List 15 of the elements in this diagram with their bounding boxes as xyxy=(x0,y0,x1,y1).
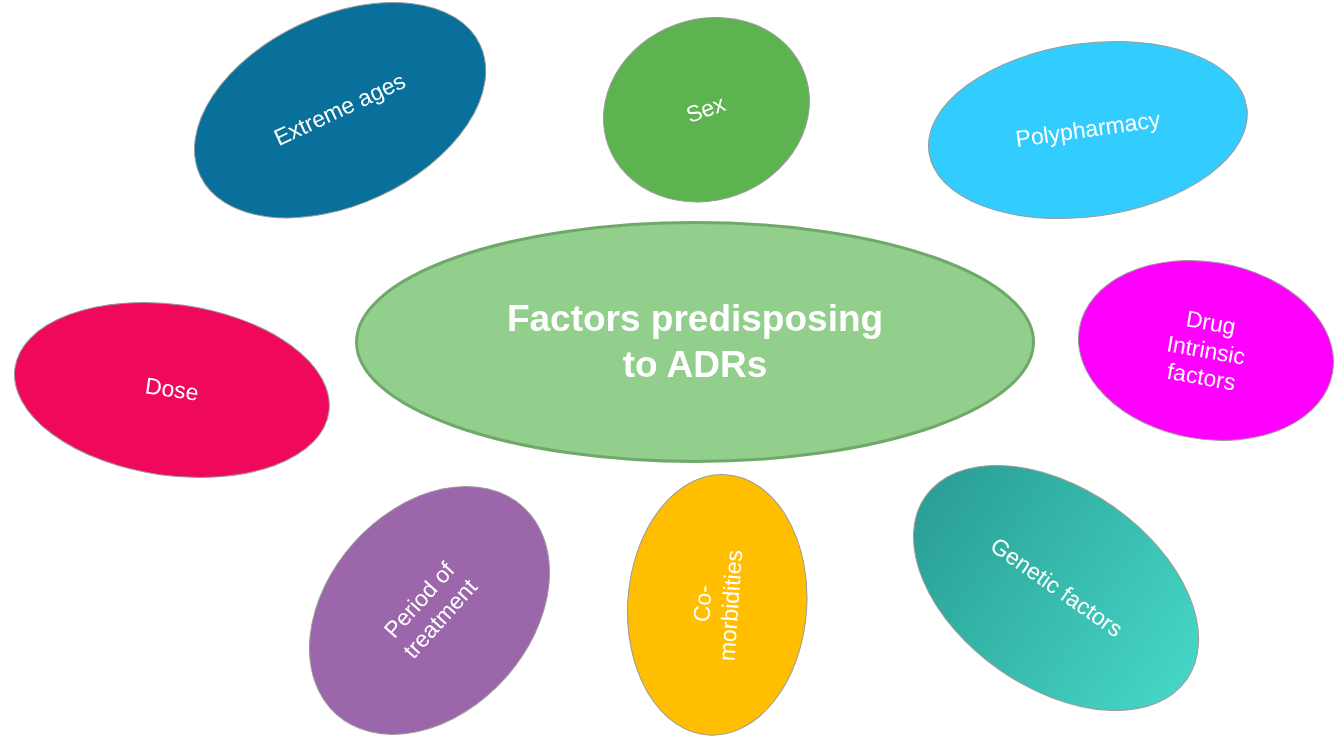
factor-ellipse xyxy=(928,40,1248,219)
factor-label: Dose xyxy=(143,372,201,408)
central-ellipse xyxy=(355,221,1035,463)
factor-label: Sex xyxy=(682,90,730,130)
factor-ellipse xyxy=(602,17,810,203)
factor-ellipse xyxy=(1078,259,1334,441)
factor-ellipse xyxy=(309,485,551,735)
factor-label: Drug Intrinsic factors xyxy=(1163,303,1249,398)
factor-ellipse xyxy=(626,474,808,736)
factor-ellipse xyxy=(912,465,1200,711)
central-label: Factors predisposing to ADRs xyxy=(505,296,885,387)
factor-ellipse xyxy=(14,302,330,478)
factor-label: Polypharmacy xyxy=(1013,106,1163,154)
factor-label: Co-morbidities xyxy=(687,548,748,665)
factor-ellipse xyxy=(193,1,487,219)
